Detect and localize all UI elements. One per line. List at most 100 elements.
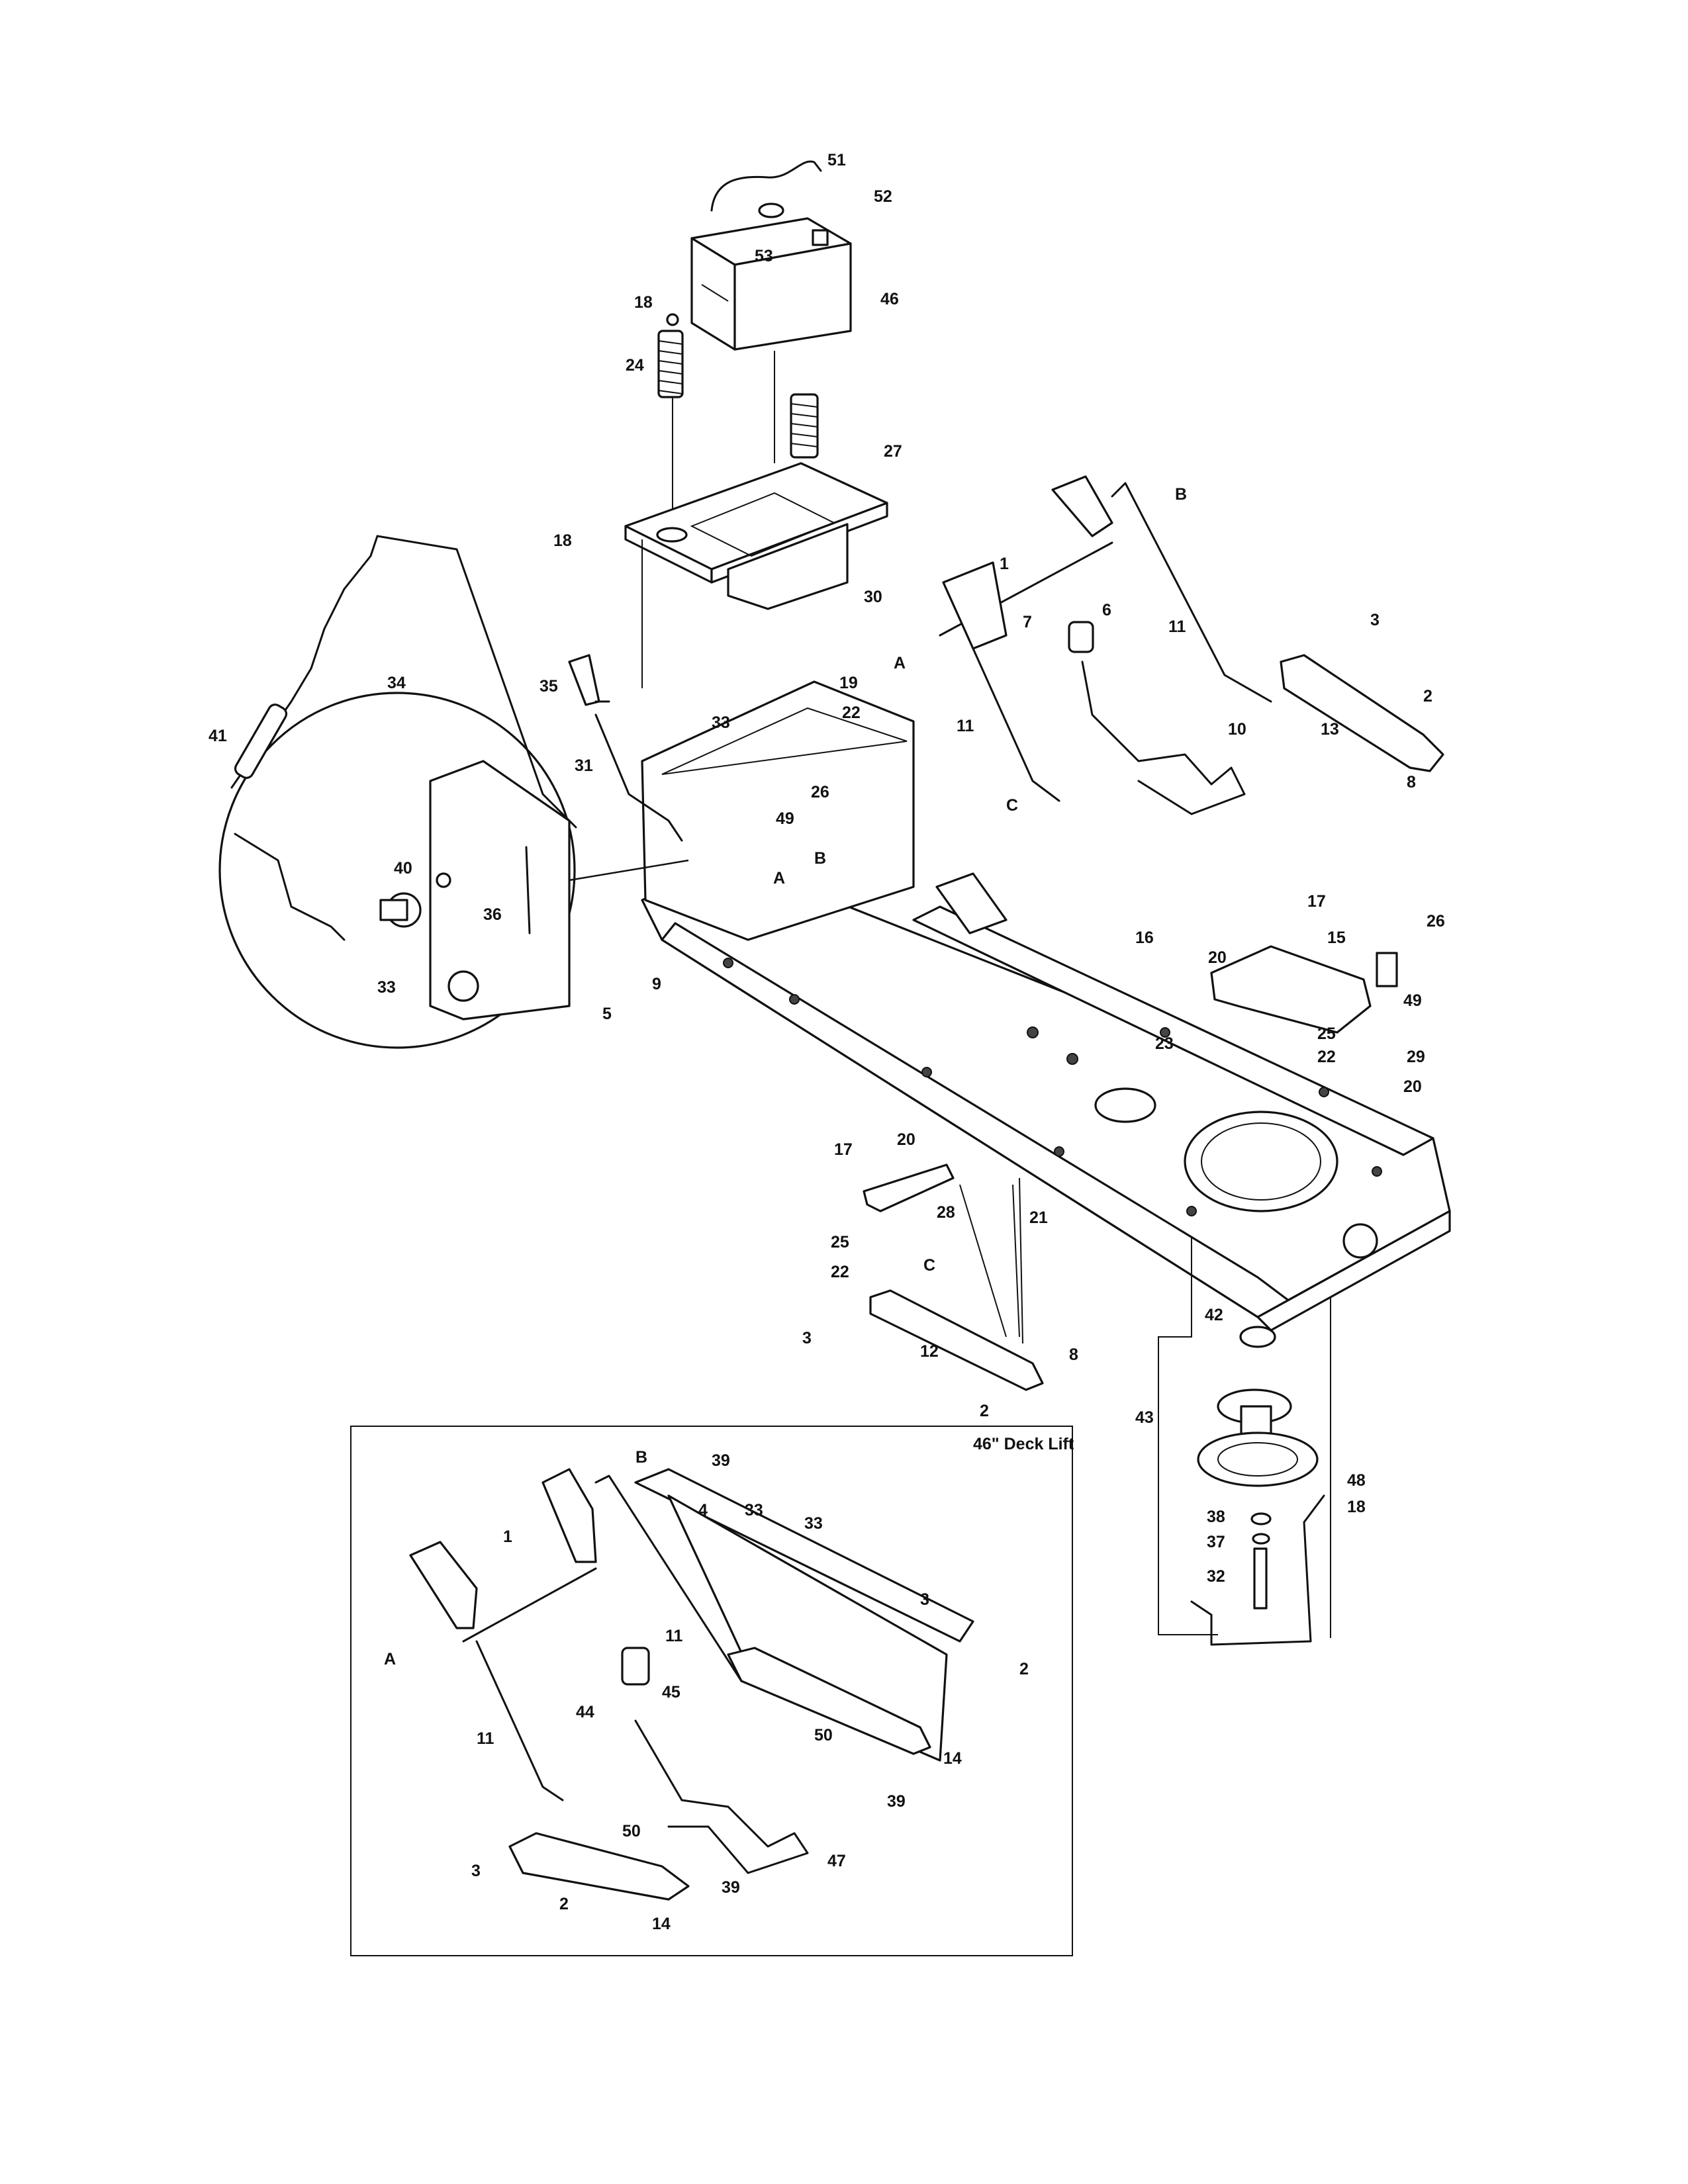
spring-right xyxy=(790,393,819,459)
callout-25a: 25 xyxy=(1317,1024,1336,1043)
callout-17b: 17 xyxy=(834,1140,853,1159)
callout-17a: 17 xyxy=(1307,892,1326,911)
callout-1: 1 xyxy=(1000,555,1009,573)
callout-22b: 22 xyxy=(1317,1048,1336,1066)
inset-callout-33b: 33 xyxy=(804,1514,823,1533)
inset-callout-14a: 14 xyxy=(943,1749,962,1768)
inset-callout-47: 47 xyxy=(827,1852,846,1870)
callout-34: 34 xyxy=(387,674,406,692)
callout-23: 23 xyxy=(1155,1034,1174,1053)
callout-53: 53 xyxy=(755,247,773,265)
inset-callout-50a: 50 xyxy=(814,1726,833,1745)
callout-3b: 3 xyxy=(802,1329,812,1347)
callout-25b: 25 xyxy=(831,1233,849,1251)
callout-26b: 26 xyxy=(1427,912,1445,931)
callout-B-frame: B xyxy=(814,849,826,868)
detail-circle xyxy=(218,692,689,1049)
deck-lift-inset: 46" Deck Lift xyxy=(350,1426,1074,1956)
battery-assembly xyxy=(624,160,888,688)
callout-9: 9 xyxy=(652,975,661,993)
inset-callouts: B 39 4 33 33 1 11 3 2 A 44 45 50 14 39 1… xyxy=(384,1448,1029,1933)
handle-35 xyxy=(568,654,610,706)
callout-41: 41 xyxy=(209,727,227,745)
inset-callout-45: 45 xyxy=(662,1683,680,1702)
spring-41 xyxy=(230,535,577,829)
lift-lever-assembly xyxy=(939,475,1444,815)
callout-42: 42 xyxy=(1205,1306,1223,1324)
callout-33b: 33 xyxy=(377,978,396,997)
callout-32: 32 xyxy=(1207,1567,1225,1586)
inset-callout-3a: 3 xyxy=(920,1590,929,1609)
rod-lines xyxy=(959,1177,1023,1344)
callout-2a: 2 xyxy=(1423,687,1432,705)
inset-callout-11a: 11 xyxy=(665,1627,683,1645)
callout-28: 28 xyxy=(937,1203,955,1222)
callout-12: 12 xyxy=(920,1342,939,1361)
bracket-12 xyxy=(869,1289,1044,1391)
inset-callout-2b: 2 xyxy=(559,1895,569,1913)
callout-38: 38 xyxy=(1207,1508,1225,1526)
inset-callout-39a: 39 xyxy=(712,1451,730,1470)
callout-33a: 33 xyxy=(712,713,730,732)
inset-callout-A: A xyxy=(384,1650,396,1668)
inset-callout-33a: 33 xyxy=(745,1501,763,1520)
callout-11b: 11 xyxy=(957,717,974,735)
callout-37: 37 xyxy=(1207,1533,1225,1551)
inset-title: 46" Deck Lift xyxy=(973,1435,1074,1453)
callout-6: 6 xyxy=(1102,601,1111,619)
inset-callout-39c: 39 xyxy=(722,1878,740,1897)
inset-callout-14b: 14 xyxy=(652,1915,671,1933)
frame-holes xyxy=(723,958,1382,1216)
callout-27: 27 xyxy=(884,442,902,461)
callout-20b: 20 xyxy=(1403,1077,1422,1096)
inset-callout-50b: 50 xyxy=(622,1822,641,1841)
callout-24: 24 xyxy=(626,356,644,375)
inset-callout-3b: 3 xyxy=(471,1862,481,1880)
callout-5: 5 xyxy=(602,1005,612,1023)
inset-callout-1: 1 xyxy=(503,1527,512,1546)
main-frame xyxy=(641,680,1451,1332)
callout-C-bracket: C xyxy=(923,1256,935,1275)
callout-16: 16 xyxy=(1135,929,1154,947)
callout-10: 10 xyxy=(1228,720,1246,739)
callout-30: 30 xyxy=(864,588,882,606)
bracket-15 xyxy=(1210,945,1398,1034)
callout-8b: 8 xyxy=(1069,1345,1078,1364)
callout-36: 36 xyxy=(483,905,502,924)
callout-15: 15 xyxy=(1327,929,1346,947)
bracket-28 xyxy=(863,1163,955,1212)
callout-22c: 22 xyxy=(831,1263,849,1281)
callout-A-frame: A xyxy=(773,869,785,887)
callout-49a: 49 xyxy=(776,809,794,828)
callout-18a: 18 xyxy=(634,293,653,312)
inset-callout-2a: 2 xyxy=(1019,1660,1029,1678)
callout-13: 13 xyxy=(1321,720,1339,739)
callout-20c: 20 xyxy=(897,1130,915,1149)
callout-7: 7 xyxy=(1023,613,1032,631)
spring-24 xyxy=(657,313,684,398)
callout-A-lever: A xyxy=(894,654,906,672)
callout-40: 40 xyxy=(394,859,412,878)
callout-2b: 2 xyxy=(980,1402,989,1420)
callout-B-lever: B xyxy=(1175,485,1187,504)
callout-19: 19 xyxy=(839,674,858,692)
callout-29: 29 xyxy=(1407,1048,1425,1066)
callout-46: 46 xyxy=(880,290,899,308)
callout-3a: 3 xyxy=(1370,611,1380,629)
inset-callout-39b: 39 xyxy=(887,1792,906,1811)
callout-22a: 22 xyxy=(842,704,861,722)
pulley-assembly xyxy=(1158,1238,1331,1646)
callout-26a: 26 xyxy=(811,783,829,801)
inset-callout-11b: 11 xyxy=(477,1729,494,1748)
inset-callout-4: 4 xyxy=(698,1501,708,1520)
callout-48: 48 xyxy=(1347,1471,1366,1490)
callout-11a: 11 xyxy=(1168,617,1186,636)
callout-52: 52 xyxy=(874,187,892,206)
main-callouts: 51 52 53 46 18 24 27 18 30 35 34 41 33 1… xyxy=(209,151,1445,1586)
callout-49b: 49 xyxy=(1403,991,1422,1010)
callout-21: 21 xyxy=(1029,1208,1048,1227)
callout-18b: 18 xyxy=(553,531,572,550)
callout-43: 43 xyxy=(1135,1408,1154,1427)
callout-18c: 18 xyxy=(1347,1498,1366,1516)
callout-C-lever: C xyxy=(1006,796,1018,815)
